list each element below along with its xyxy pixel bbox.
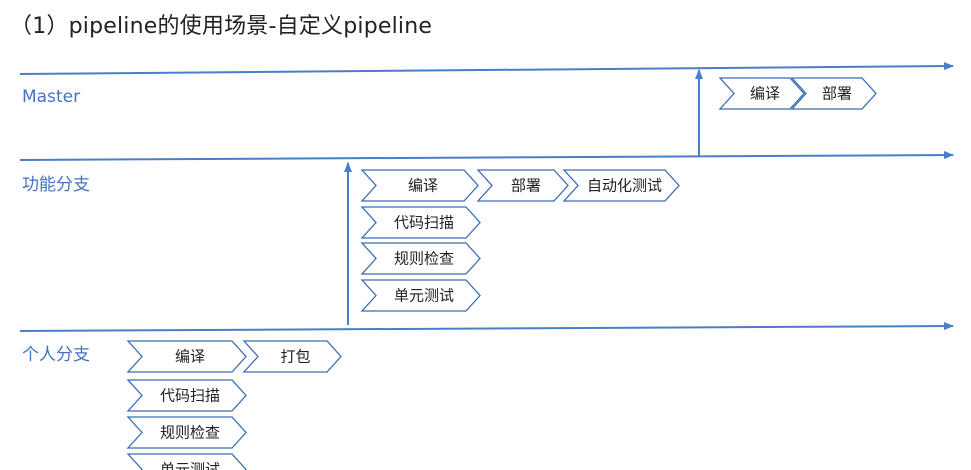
personal-stage-rule-check-label: 规则检查 — [160, 424, 220, 442]
master-stage-deploy: 部署 — [790, 77, 877, 110]
personal-stage-compile: 编译 — [126, 340, 247, 373]
master-stage-compile-label: 编译 — [750, 85, 780, 103]
feature-stage-deploy: 部署 — [476, 169, 569, 202]
feature-stage-code-scan-label: 代码扫描 — [394, 214, 454, 232]
feature-stage-compile-label: 编译 — [408, 177, 438, 195]
master-lane-line — [19, 62, 954, 75]
personal-stage-code-scan-label: 代码扫描 — [160, 387, 220, 405]
feature-stage-rule-check-label: 规则检查 — [394, 250, 454, 268]
pipeline-stages: 编译部署编译部署自动化测试代码扫描规则检查单元测试编译打包代码扫描规则检查单元测… — [126, 77, 877, 470]
feature-stage-unit-test: 单元测试 — [360, 279, 481, 312]
lane-label-personal: 个人分支 — [22, 345, 90, 365]
personal-lane-line — [19, 322, 954, 332]
feature-stage-compile: 编译 — [360, 169, 479, 202]
page-title: （1）pipeline的使用场景-自定义pipeline — [10, 14, 433, 39]
feature-stage-unit-test-label: 单元测试 — [394, 287, 454, 305]
master-stage-compile: 编译 — [718, 77, 805, 110]
feature-stage-deploy-label: 部署 — [511, 177, 541, 195]
personal-stage-unit-test-label: 单元测试 — [160, 461, 220, 470]
lane-label-feature: 功能分支 — [22, 175, 90, 195]
feature-stage-rule-check: 规则检查 — [360, 242, 481, 275]
personal-stage-package-label: 打包 — [280, 348, 310, 366]
lane-label-master: Master — [22, 87, 81, 107]
personal-stage-rule-check: 规则检查 — [126, 416, 247, 449]
personal-stage-package: 打包 — [242, 340, 342, 373]
personal-stage-unit-test: 单元测试 — [126, 453, 247, 470]
feature-stage-autotest: 自动化测试 — [562, 169, 680, 202]
feature-stage-autotest-label: 自动化测试 — [587, 177, 662, 195]
feature-stage-code-scan: 代码扫描 — [360, 206, 481, 239]
personal-stage-code-scan: 代码扫描 — [126, 379, 247, 412]
master-stage-deploy-label: 部署 — [822, 85, 852, 103]
personal-stage-compile-label: 编译 — [175, 348, 205, 366]
feature-lane-line — [19, 151, 954, 161]
